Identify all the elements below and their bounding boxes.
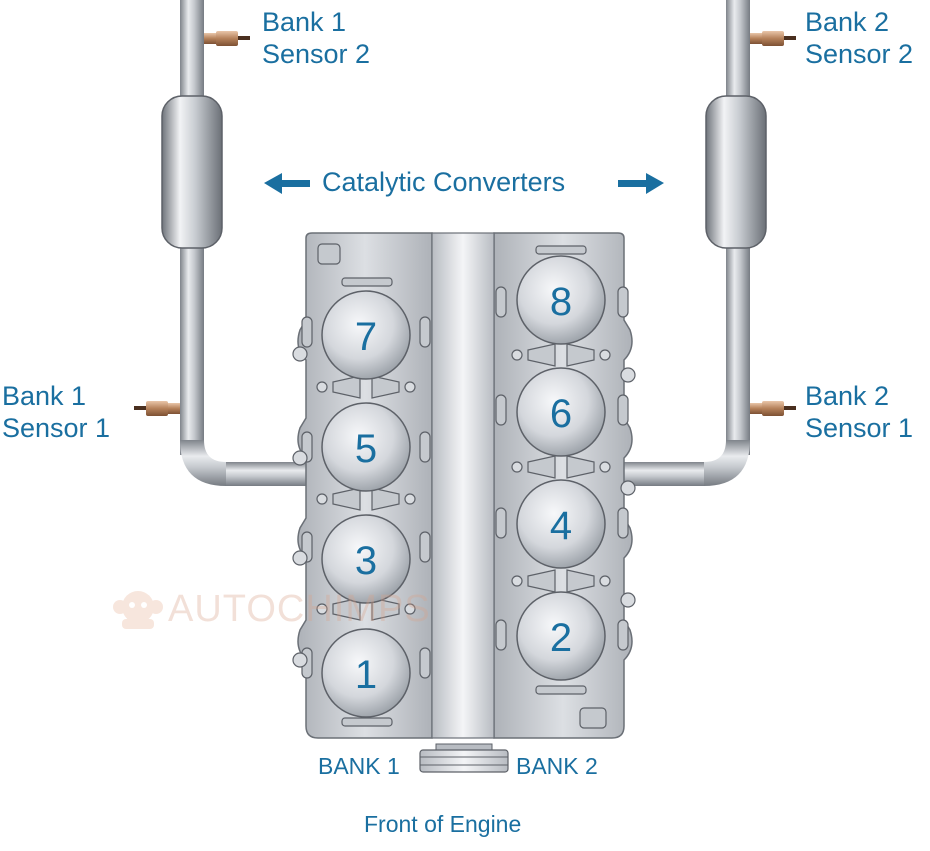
cylinder-6-label: 6 (550, 392, 572, 436)
bank2-exhaust-pipe (624, 0, 750, 486)
bank2-sensor2-label: Bank 2 Sensor 2 (805, 6, 913, 70)
cylinder-4-label: 4 (550, 504, 572, 548)
bank2-sensor1-icon (750, 401, 796, 416)
bank2-label: BANK 2 (516, 753, 598, 779)
bank1-sensor1-line1: Bank 1 (2, 381, 87, 411)
cylinder-8-label: 8 (550, 280, 572, 324)
bank2-sensor1-line1: Bank 2 (805, 381, 890, 411)
left-arrow-icon (264, 173, 310, 194)
bank1-sensor1-line2: Sensor 1 (2, 413, 111, 443)
bank2-sensor1-line2: Sensor 1 (805, 413, 914, 443)
cylinder-1-label: 1 (355, 653, 377, 697)
bank2-cylinders (516, 255, 606, 681)
cylinder-7-label: 7 (355, 315, 377, 359)
bank2-sensor1-label: Bank 2 Sensor 1 (805, 380, 913, 444)
bank1-cylinders (321, 290, 411, 718)
crank-pulley (419, 743, 509, 773)
cylinder-2-label: 2 (550, 616, 572, 660)
bank2-sensor2-line2: Sensor 2 (805, 39, 914, 69)
engine-block: 7 5 3 1 8 6 4 2 (292, 232, 636, 773)
bank2-sensor2-line1: Bank 2 (805, 7, 890, 37)
right-arrow-icon (618, 173, 664, 194)
watermark-text: AUTOCHIMPS (168, 587, 431, 630)
bank1-sensor1-icon (134, 401, 180, 416)
cylinder-3-label: 3 (355, 539, 377, 583)
front-of-engine-label: Front of Engine (364, 811, 522, 837)
bank1-catalytic-converter (161, 95, 223, 249)
bank1-sensor2-label: Bank 1 Sensor 2 (262, 6, 370, 70)
bank1-sensor2-icon (204, 31, 250, 46)
bank1-label: BANK 1 (318, 753, 400, 779)
catalytic-converters-label: Catalytic Converters (322, 167, 566, 197)
bank2-sensor2-icon (750, 31, 796, 46)
bank1-sensor1-label: Bank 1 Sensor 1 (2, 380, 110, 444)
chimp-logo-icon (113, 591, 163, 629)
cylinder-5-label: 5 (355, 427, 377, 471)
bank1-sensor2-line1: Bank 1 (262, 7, 347, 37)
bank1-exhaust-pipe (180, 0, 306, 486)
bank1-sensor2-line2: Sensor 2 (262, 39, 371, 69)
bank2-catalytic-converter (705, 95, 767, 249)
watermark: AUTOCHIMPS (108, 585, 431, 633)
